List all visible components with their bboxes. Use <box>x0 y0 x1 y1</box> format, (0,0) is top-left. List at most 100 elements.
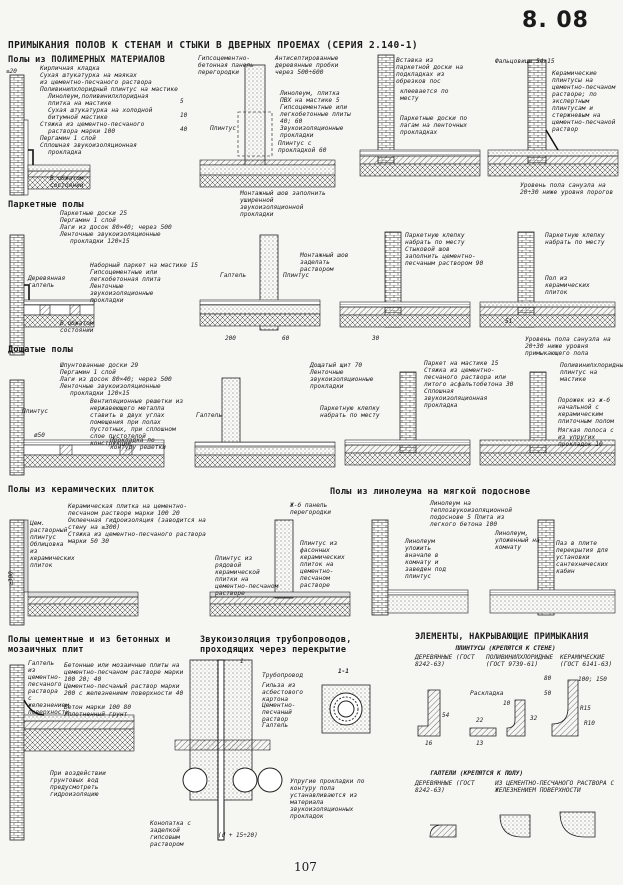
note-ceramic-layers-1: Керамическая плитка на цементно-песчаном… <box>68 503 188 517</box>
pipe-item-3: Цементно-песчаный раствор <box>262 702 296 723</box>
note-parquet-mastic-1: Наборный паркет на мастике 15 <box>90 262 199 269</box>
elem-dim-32: 32 <box>530 715 538 722</box>
dim-30: 30 <box>372 335 380 342</box>
galtel-title: ГАЛТЕЛИ (КРЕПЯТСЯ К ПОЛУ) <box>430 770 524 777</box>
pipe-item-4: Галтель <box>262 722 289 729</box>
sheet-code: 8. 08 <box>522 8 589 33</box>
plinth-type-pvc: ПОЛИВИНИЛХЛОРИДНЫЕ (ГОСТ 9739-61) <box>486 654 554 668</box>
plinth-type-wood: ДЕРЕВЯННЫЕ (ГОСТ 8242-63) <box>415 654 475 668</box>
note-parquet-mastic-2: Гипсоцементные или легкобетонная плита <box>90 269 161 283</box>
label-galtel-2: Галтель <box>196 412 223 419</box>
note-ceramic-layers-3: Стяжка из цементно-песчаного раствора ма… <box>68 531 206 545</box>
note-linoleum-layers: Линолеум на теплозвукоизоляционной подос… <box>430 500 512 528</box>
section-linoleum: Полы из линолеума на мягкой подоснове <box>330 487 531 497</box>
plinth-title: ПЛИНТУСЫ (КРЕПЯТСЯ К СТЕНЕ) <box>455 645 556 652</box>
note-plank-4: Ленточные звукоизоляционные <box>60 383 161 390</box>
detail-ceramic-partition <box>209 519 351 617</box>
galtel-type-wood: ДЕРЕВЯННЫЕ (ГОСТ 8242-63) <box>415 780 475 794</box>
note-polymer-13: прокладка <box>48 149 82 156</box>
layout-label: Раскладка <box>470 690 504 697</box>
note-polymer-2: Сухая штукатурка на маяках <box>40 72 137 79</box>
note-linoleum-gap: Паз в плите перекрытия для установки сан… <box>556 540 609 575</box>
pipe-item-5: Упругие прокладки по контуру пола устана… <box>290 778 365 820</box>
plinth-type-ceramic: КЕРАМИЧЕСКИЕ (ГОСТ 6141-63) <box>560 654 613 668</box>
note-plank-shield: Дощатый щит 70 Ленточные звукоизоляционн… <box>310 362 374 390</box>
note-cement-3: Бетон марки 100 80 <box>64 704 132 711</box>
note-polymer-5: Линолеум,поливинилхлоридная <box>48 93 149 100</box>
pipe-dim: (d + 15÷20) <box>218 832 258 839</box>
detail-polymer-partition <box>199 64 336 188</box>
note-parquet-insert-2: Паркетную клепку набрать по месту Стыков… <box>405 232 484 267</box>
section-ceramic: Полы из керамических плиток <box>8 485 155 495</box>
note-parquet-lag: Паркетные доски по лагам на ленточных пр… <box>400 115 468 136</box>
detail-polymer-door <box>359 54 481 177</box>
pipe-section-label: 1-1 <box>338 668 349 675</box>
elem-dim-80: 80 <box>544 675 552 682</box>
note-mount-seam: Монтажный шов заполнить уширенной звукои… <box>240 190 326 218</box>
dim-51: 51 <box>505 318 513 325</box>
elem-dim-100: 100; 150 <box>578 676 607 683</box>
section-pipes: Звукоизоляция трубопроводов, проходящих … <box>200 635 352 655</box>
note-parquet-3: Лаги из досок 80×40; через 500 <box>60 224 172 231</box>
dim-300: ≥300 <box>7 571 15 586</box>
detail-polymer-wall <box>9 74 91 196</box>
note-plank-2: Пергамин 1 слой <box>60 369 116 376</box>
section-elements: ЭЛЕМЕНТЫ, НАКРЫВАЮЩИЕ ПРИМЫКАНИЯ <box>415 632 589 642</box>
note-compressed-2: В обжатом состоянии <box>60 320 94 334</box>
label-plinth: Плинтус <box>210 125 237 132</box>
note-polymer-10: раствора марки 100 <box>48 128 116 135</box>
detail-linoleum-wall <box>371 519 469 616</box>
note-plank-3: Лаги из досок 80×40; через 500 <box>60 376 172 383</box>
galtel-type-cement: ИЗ ЦЕМЕНТНО-ПЕСЧАНОГО РАСТВОРА С ЖЕЛЕЗНЕ… <box>495 780 615 794</box>
note-parquet-mastic-3: Ленточные звукоизоляционные прокладки <box>90 283 154 304</box>
section-parquet: Паркетные полы <box>8 200 84 210</box>
elem-dim-16: 16 <box>425 740 433 747</box>
note-polymer-11: Пергамин 1 слой <box>40 135 96 142</box>
dim-d50: ø50 <box>34 432 45 439</box>
page-number: 107 <box>294 860 317 874</box>
note-cement-plinth-side: Галтель из цементно-песчаного раствора с… <box>28 660 69 716</box>
pipe-item-1: Трубопровод <box>262 672 303 679</box>
note-threshold-rubber: Мягкая полоса с из упругих прокладок 10 <box>558 427 614 448</box>
note-parquet-1: Паркетные доски 25 <box>60 210 128 217</box>
note-grille-pad: Прокладка по контуру решетки <box>110 437 166 451</box>
detail-parquet-partition <box>199 234 321 331</box>
note-threshold-steel: Порожек из ж-б начальной с керамическим … <box>558 397 614 425</box>
section-cement: Полы цементные и из бетонных и мозаичных… <box>8 635 171 655</box>
dim-40: 40 <box>180 126 188 133</box>
section-polymer: Полы из ПОЛИМЕРНЫХ МАТЕРИАЛОВ <box>8 55 166 65</box>
detail-polymer-bath <box>487 59 619 177</box>
note-polymer-9: Стяжка из цементно-песчаного <box>40 121 145 128</box>
note-parquet-2: Пергамин 1 слой <box>60 217 116 224</box>
note-ceramic-plinth-2: Плинтус из фасонных керамических плиток … <box>300 540 345 589</box>
detail-pipe-section <box>321 684 371 734</box>
note-parquet-insert-3: Паркетную клепку набрать по месту <box>545 232 605 246</box>
note-compressed: В обжатом состоянии <box>50 175 84 189</box>
detail-parquet-door <box>339 231 471 328</box>
note-linoleum-joint-2: ПВХ на мастике 5 <box>280 97 340 104</box>
detail-plinth-profiles <box>417 679 596 838</box>
pipe-note: Конопатка с заделкой гипсовым раствором <box>150 820 191 848</box>
note-cement-1: Бетонные или мозаичные плиты на цементно… <box>64 662 184 683</box>
note-bath-level-2: Уровень пола санузла на 20÷30 ниже уровн… <box>525 336 611 357</box>
note-wood-fillet: Деревянная галтель <box>28 275 66 289</box>
detail-parquet-bath <box>479 231 616 328</box>
note-plank-1: Шпунтованные доски 29 <box>60 362 139 369</box>
label-plinth-2: Плинтус <box>283 272 310 279</box>
dim-10: 10 <box>180 112 188 119</box>
detail-plank-partition <box>194 377 336 468</box>
note-groundwater: При воздействии грунтовых вод предусмотр… <box>50 770 106 798</box>
section-plank: Дощатые полы <box>8 345 74 355</box>
note-linoleum-wall: Линолеум, уложенный на комнату <box>495 530 540 551</box>
elem-dim-10: 10 <box>503 700 511 707</box>
note-polymer-1: Кирпичная кладка <box>40 65 100 72</box>
dim-5: 5 <box>180 98 184 105</box>
detail-parquet-wall <box>9 234 95 356</box>
detail-plank-wall <box>9 379 165 476</box>
elem-dim-r15: R15 <box>580 705 591 712</box>
note-bath-level: Уровень пола санузла на 20÷30 ниже уровн… <box>520 182 614 196</box>
note-polymer-7: Сухая штукатурка на холодной <box>48 107 153 114</box>
note-mount-solution: Монтажный шов заделать раствором <box>300 252 349 273</box>
